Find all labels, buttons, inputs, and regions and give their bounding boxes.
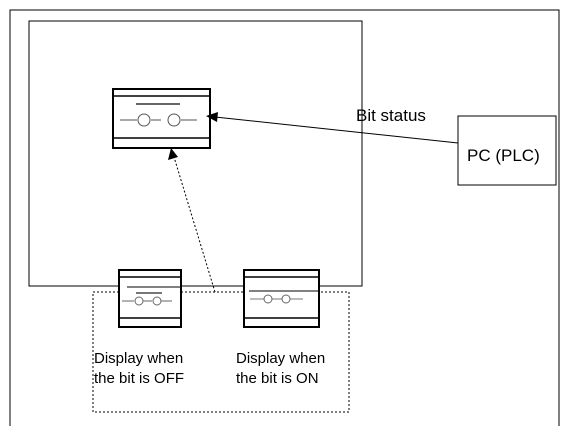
on-state-caption: Display when the bit is ON	[236, 349, 325, 389]
switch-on-state	[243, 269, 320, 328]
off-state-caption: Display when the bit is OFF	[94, 349, 184, 389]
bit-status-arrowhead	[206, 112, 218, 122]
bit-status-arrow	[214, 116, 459, 144]
state-group-box	[92, 291, 350, 413]
plc-label: PC (PLC)	[467, 146, 540, 165]
bit-status-label: Bit status	[356, 106, 426, 125]
off-caption-line1: Display when	[94, 350, 184, 367]
selection-arrowhead	[168, 148, 178, 160]
on-caption-line1: Display when	[236, 350, 326, 367]
off-caption-line2: the bit is OFF	[94, 370, 185, 387]
switch-off-state	[118, 269, 182, 328]
outer-frame	[9, 9, 560, 426]
selection-dotted-arrow	[173, 156, 216, 293]
main-switch-object	[112, 88, 211, 149]
plc-box	[457, 115, 557, 186]
on-caption-line2: the bit is ON	[236, 370, 319, 387]
display-screen	[28, 20, 363, 287]
